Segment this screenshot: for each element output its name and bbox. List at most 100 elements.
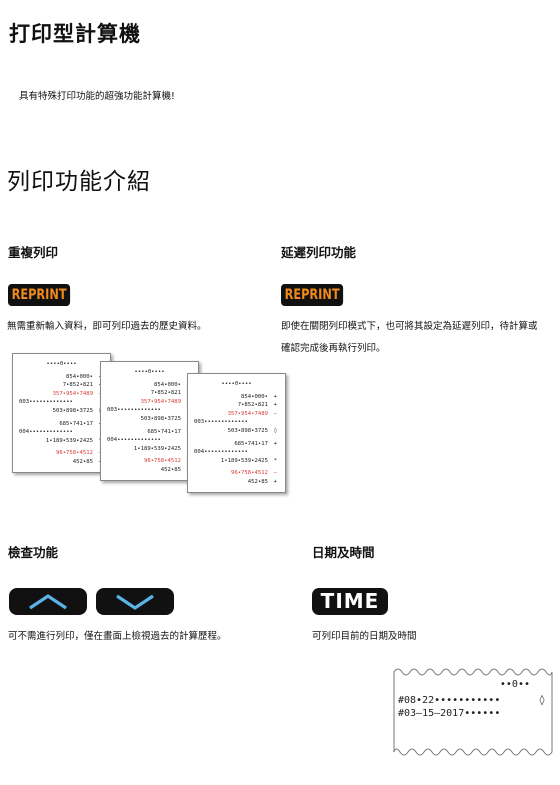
receipt-row: 7•852•821+: [19, 381, 104, 390]
receipt-row: 685•741•17+: [19, 420, 104, 429]
receipt-row: 503•898•3725 ◊: [194, 427, 279, 436]
tape-line-2: #08•22••••••••••• ◊: [398, 694, 550, 707]
reprint-title: 重複列印: [8, 245, 59, 260]
time-desc: 可列印目前的日期及時間: [312, 631, 417, 642]
page-subtitle: 具有特殊打印功能的超強功能計算機!: [19, 91, 175, 102]
down-arrow-icon: [116, 594, 154, 610]
page-title: 打印型計算機: [9, 22, 141, 46]
check-desc: 可不需進行列印，僅在畫面上檢視過去的計算歷程。: [8, 631, 227, 642]
receipt-value: 003•••••••••••••: [194, 419, 248, 426]
delay-print-title: 延遲列印功能: [281, 245, 357, 260]
receipt-row: 004•••••••••••••: [107, 436, 192, 445]
tape-date-text: #08•22•••••••••••: [398, 695, 501, 706]
receipt-row: 003•••••••••••••: [194, 418, 279, 427]
delay-print-badge: REPRINT: [281, 284, 344, 306]
receipt-value: 503•898•3725: [227, 427, 268, 434]
receipt-row: 7•852•821 +: [194, 401, 279, 410]
time-title: 日期及時間: [312, 545, 375, 560]
receipt-value: 357•954•7489: [140, 398, 181, 405]
up-arrow-icon: [29, 593, 67, 609]
receipt-value: 004•••••••••••••: [194, 449, 248, 456]
reprint-desc: 無需重新輸入資料，即可列印過去的歷史資料。: [7, 321, 207, 332]
receipt-row: 1•189•539•2425*: [107, 445, 192, 454]
receipt-header: ••••0••••: [221, 381, 252, 387]
tape-line-1: ••0••: [499, 679, 530, 690]
receipt-row: 503•898•3725◊: [107, 415, 192, 424]
receipt-symbol: +: [273, 478, 277, 485]
receipt-value: 7•852•821: [62, 382, 93, 389]
receipt-value: 7•852•821: [237, 402, 268, 409]
receipt-row: 96•758•4512–: [194, 469, 279, 478]
receipt-value: 1•189•539•2425: [133, 445, 181, 452]
receipt-symbol: +: [273, 402, 277, 409]
receipt-value: 685•741•17: [234, 440, 268, 447]
receipt-symbol: –: [273, 410, 277, 417]
receipt-row: 357•954•7489–: [19, 390, 104, 399]
time-badge: TIME: [312, 588, 388, 615]
receipt-row: 7•852•821+: [107, 389, 192, 398]
receipt-header: ••••0••••: [134, 369, 165, 375]
receipt-value: 003•••••••••••••: [107, 407, 161, 414]
receipt-row: 452•85+: [19, 458, 104, 467]
receipt-image: ••••0•••• 854•000•+7•852•821+357•954•7489…: [100, 361, 199, 481]
tape-line-3: #03–15–2017••••••: [398, 708, 501, 719]
receipt-symbol: –: [273, 470, 277, 477]
receipt-value: 96•758•4512: [230, 470, 268, 477]
tape-outline: [393, 668, 553, 756]
receipt-value: 96•758•4512: [143, 458, 181, 465]
down-key: [96, 588, 174, 615]
receipt-header: ••••0••••: [46, 361, 77, 367]
receipt-value: 685•741•17: [147, 428, 181, 435]
receipt-row: 854•000• +: [194, 393, 279, 402]
date-tape-image: ••0•• #08•22••••••••••• ◊ #03–15–2017••••…: [393, 664, 553, 760]
receipt-row: 1•189•539•2425*: [19, 437, 104, 446]
receipt-symbol: *: [273, 457, 277, 464]
receipt-row: 96•758•4512–: [19, 449, 104, 458]
receipt-row: 003•••••••••••••: [19, 398, 104, 407]
receipt-value: 452•85: [160, 466, 181, 473]
receipt-value: 452•85: [72, 458, 93, 465]
receipt-value: 854•000•: [241, 393, 268, 400]
receipt-value: 357•954•7489: [52, 390, 93, 397]
receipt-row: 854•000•+: [19, 373, 104, 382]
receipt-row: 685•741•17+: [107, 428, 192, 437]
receipt-row: 004•••••••••••••: [194, 448, 279, 457]
receipt-value: 1•189•539•2425: [45, 437, 93, 444]
receipt-value: 503•898•3725: [52, 407, 93, 414]
receipt-row: 854•000•+: [107, 381, 192, 390]
receipt-symbol: +: [273, 393, 277, 400]
receipt-value: 854•000•: [66, 373, 93, 380]
receipt-symbol: +: [273, 440, 277, 447]
receipt-row: 1•189•539•2425 *: [194, 457, 279, 466]
receipt-row: 452•85 +: [194, 478, 279, 487]
receipt-row: 003•••••••••••••: [107, 406, 192, 415]
tape-symbol: ◊: [538, 695, 545, 706]
receipt-value: 004•••••••••••••: [107, 437, 161, 444]
receipt-row: 452•85+: [107, 466, 192, 475]
delay-print-desc-2: 確認完成後再執行列印。: [281, 343, 386, 354]
receipt-value: 7•852•821: [150, 390, 181, 397]
receipt-row: 503•898•3725◊: [19, 407, 104, 416]
receipt-value: 503•898•3725: [140, 415, 181, 422]
delay-print-desc-1: 即使在關閉列印模式下，也可將其設定為延遲列印，待計算或: [281, 321, 538, 332]
receipt-value: 357•954•7489: [227, 410, 268, 417]
receipt-row: 357•954•7489–: [194, 410, 279, 419]
receipt-value: 685•741•17: [59, 420, 93, 427]
section-title: 列印功能介紹: [7, 169, 151, 195]
receipt-value: 96•758•4512: [55, 450, 93, 457]
receipt-row: 96•758•4512–: [107, 457, 192, 466]
receipt-row: 685•741•17 +: [194, 440, 279, 449]
up-key: [9, 588, 87, 615]
receipt-row: 004•••••••••••••: [19, 428, 104, 437]
receipt-value: 452•85: [247, 478, 268, 485]
receipt-value: 003•••••••••••••: [19, 399, 73, 406]
receipt-image: ••••0•••• 854•000•+7•852•821+357•954•7489…: [12, 353, 111, 473]
reprint-badge: REPRINT: [8, 284, 71, 306]
receipt-value: 854•000•: [154, 381, 181, 388]
receipt-image: ••••0•••• 854•000• +7•852•821 +357•954•7489…: [187, 373, 286, 493]
receipt-value: 1•189•539•2425: [220, 457, 268, 464]
receipt-row: 357•954•7489–: [107, 398, 192, 407]
check-title: 檢查功能: [8, 545, 59, 560]
receipt-value: 004•••••••••••••: [19, 429, 73, 436]
receipt-symbol: ◊: [273, 427, 277, 434]
